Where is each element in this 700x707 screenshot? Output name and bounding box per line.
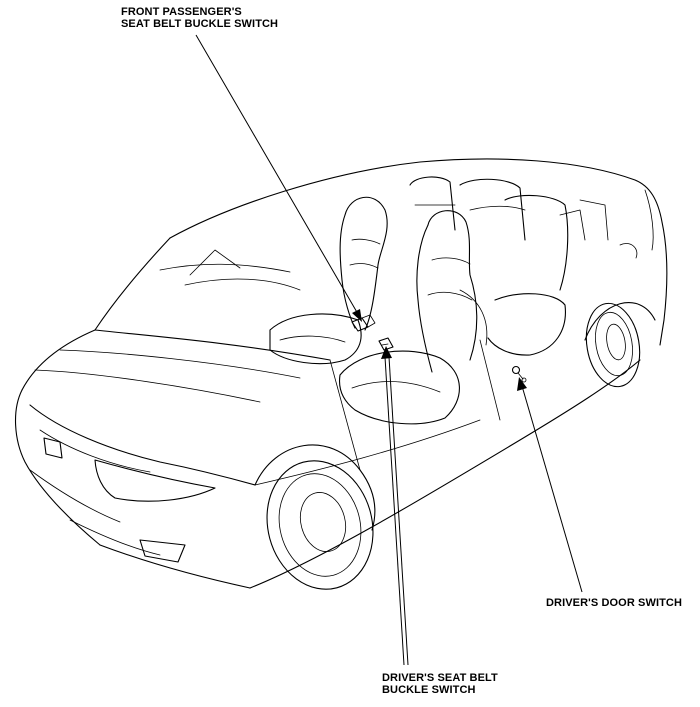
drivers-door-switch-label-line1: DRIVER'S DOOR SWITCH	[546, 597, 683, 609]
front-passenger-seat	[269, 196, 388, 365]
leader-front-passenger	[195, 34, 362, 322]
fuel-door	[619, 243, 638, 259]
rear-window-detail	[579, 199, 609, 241]
front-passenger-switch-label-line2: SEAT BELT BUCKLE SWITCH	[121, 18, 279, 30]
dashboard	[159, 249, 301, 291]
driver-seat	[338, 210, 488, 425]
leader-door-switch	[517, 377, 583, 593]
rear-wheel	[585, 302, 641, 388]
rear-seats	[409, 176, 586, 356]
drivers-door-switch-label: DRIVER'S DOOR SWITCH	[546, 597, 682, 609]
leader-driver-seat-belt	[381, 346, 409, 666]
drivers-seat-belt-switch-label-line2: BUCKLE SWITCH	[382, 684, 476, 696]
door-switch-icon	[511, 365, 527, 383]
driver-buckle-switch-icon	[378, 337, 394, 351]
car-body	[14, 158, 668, 589]
front-passenger-buckle-switch-icon	[351, 314, 376, 332]
drivers-seat-belt-switch-label-line1: DRIVER'S SEAT BELT	[382, 672, 498, 684]
drivers-seat-belt-switch-label: DRIVER'S SEAT BELT BUCKLE SWITCH	[382, 672, 498, 696]
front-passenger-switch-label-line1: FRONT PASSENGER'S	[121, 6, 242, 18]
front-wheel	[266, 460, 374, 590]
front-passenger-switch-label: FRONT PASSENGER'S SEAT BELT BUCKLE SWITC…	[121, 6, 278, 30]
